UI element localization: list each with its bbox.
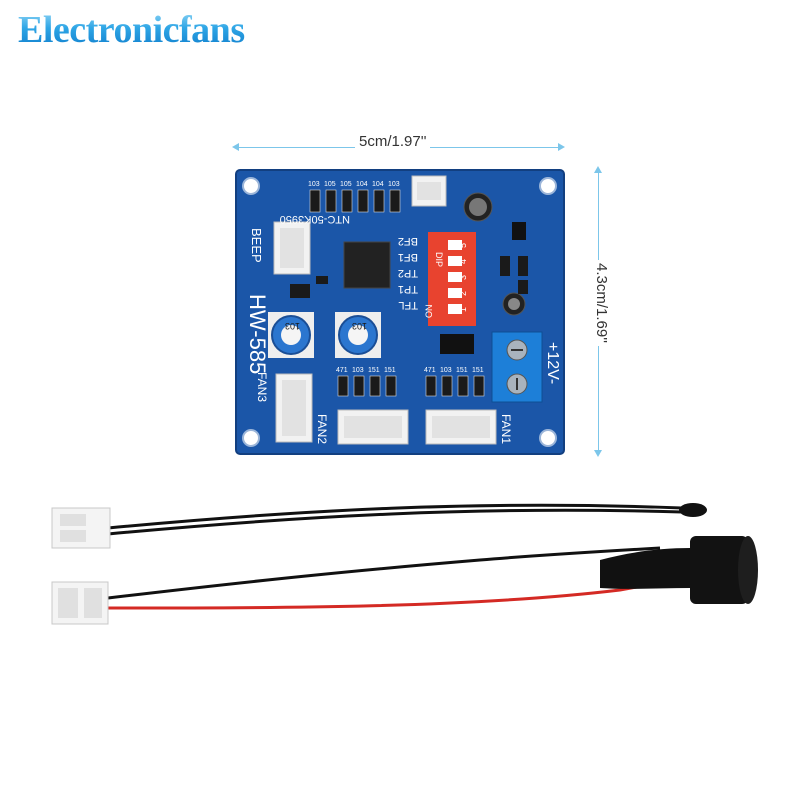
switch-label-tfl: TFL	[398, 299, 418, 311]
width-arrow-right-icon	[558, 143, 565, 151]
height-arrow-down-icon	[594, 450, 602, 457]
resistor-code: 104	[356, 181, 368, 188]
pcb-board	[235, 169, 565, 455]
width-arrow-left-icon	[232, 143, 239, 151]
power-label: +12V-	[544, 342, 561, 384]
resistor-code: 103	[440, 367, 452, 374]
resistor-code: 151	[472, 367, 484, 374]
resistor-code: 103	[308, 181, 320, 188]
resistor-code: 103	[388, 181, 400, 188]
resistor-code: 471	[336, 367, 348, 374]
ntc-label: NTC-50K3950	[280, 213, 350, 225]
model-label: HW-585	[245, 294, 270, 374]
pot-left-label: 103	[285, 321, 300, 331]
ntc-sensor-cable	[51, 503, 707, 549]
brand-logo: Electronicfans	[18, 9, 245, 51]
pot-right-label: 103	[352, 321, 367, 331]
resistor-code: 105	[324, 181, 336, 188]
switch-number-3: 3	[458, 275, 468, 280]
beep-label: BEEP	[249, 228, 264, 263]
buzzer-cable	[51, 536, 758, 625]
height-arrow-up-icon	[594, 166, 602, 173]
switch-number-1: 1	[458, 307, 468, 312]
switch-label-bf1: BF1	[398, 251, 418, 263]
resistor-code: 151	[368, 367, 380, 374]
resistor-code: 103	[352, 367, 364, 374]
switch-label-tp2: TP2	[398, 267, 418, 279]
fan2-label: FAN2	[315, 414, 329, 444]
switch-on-label: ON	[424, 305, 434, 319]
switch-number-2: 2	[458, 291, 468, 296]
switch-dip-label: DIP	[434, 252, 444, 267]
width-label: 5cm/1.97''	[355, 133, 431, 150]
switch-number-5: 5	[458, 243, 468, 248]
resistor-code: 104	[372, 181, 384, 188]
switch-label-bf2: BF2	[398, 235, 418, 247]
fan3-label: FAN3	[255, 372, 269, 402]
resistor-code: 105	[340, 181, 352, 188]
resistor-code: 471	[424, 367, 436, 374]
fan1-label: FAN1	[499, 414, 513, 444]
switch-label-tp1: TP1	[398, 283, 418, 295]
resistor-code: 151	[456, 367, 468, 374]
resistor-code: 151	[384, 367, 396, 374]
switch-number-4: 4	[458, 259, 468, 264]
